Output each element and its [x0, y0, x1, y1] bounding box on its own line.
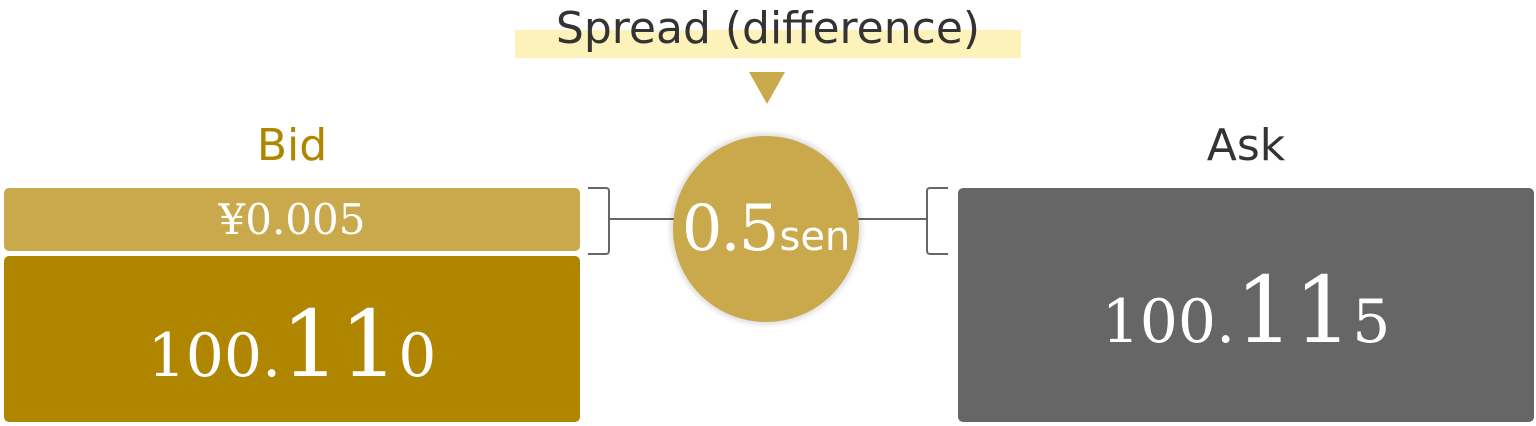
bid-bracket: [588, 187, 610, 255]
ask-price: 100. 11 5: [1102, 247, 1391, 364]
bid-difference-box: ¥0.005: [4, 188, 580, 251]
ask-price-main: 11: [1235, 256, 1353, 364]
ask-price-prefix: 100.: [1101, 286, 1236, 357]
spread-title: Spread (difference): [515, 0, 1021, 58]
ask-bracket: [926, 187, 948, 255]
spread-circle: 0.5 sen: [673, 136, 859, 322]
ask-price-box: 100. 11 5: [958, 188, 1534, 422]
ask-connector-line: [858, 218, 926, 220]
bid-price-main: 11: [281, 290, 399, 398]
ask-label: Ask: [1206, 120, 1286, 171]
spread-value: 0.5: [681, 192, 780, 266]
spread-unit: sen: [779, 214, 851, 260]
down-triangle-icon: [749, 72, 785, 104]
bid-price-box: 100. 11 0: [4, 256, 580, 422]
bid-price: 100. 11 0: [148, 281, 437, 398]
bid-connector-line: [610, 218, 674, 220]
bid-price-prefix: 100.: [147, 320, 282, 391]
bid-price-suffix: 0: [398, 320, 437, 391]
bid-label: Bid: [256, 120, 328, 171]
ask-price-suffix: 5: [1352, 286, 1391, 357]
